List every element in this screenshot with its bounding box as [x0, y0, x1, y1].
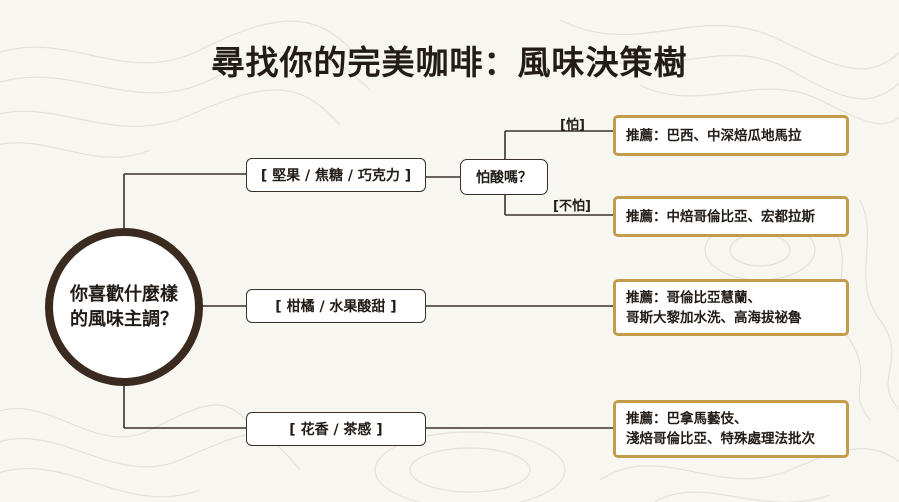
recommendation-box-brazil-guatemala: 推薦：巴西、中深焙瓜地馬拉 — [613, 115, 849, 156]
flavor-node-nutty-caramel-chocolate: [ 堅果 / 焦糖 / 巧克力 ] — [246, 158, 426, 192]
recommendation-line-1: 推薦：巴西、中深焙瓜地馬拉 — [626, 127, 802, 144]
recommendation-line-1: 推薦：中焙哥倫比亞、宏都拉斯 — [626, 208, 815, 225]
root-question-line-1: 你喜歡什麼樣 — [70, 284, 178, 305]
root-question-node: 你喜歡什麼樣 的風味主調？ — [45, 228, 203, 386]
root-question-text: 你喜歡什麼樣 的風味主調？ — [70, 282, 178, 332]
recommendation-line-1: 推薦：哥倫比亞慧蘭、 — [626, 289, 761, 306]
edge-label-afraid: [怕] — [560, 118, 585, 133]
flavor-node-floral-tea: [ 花香 / 茶感 ] — [246, 412, 426, 446]
edge-label-not-afraid: [不怕] — [553, 199, 591, 214]
recommendation-line-1: 推薦：巴拿馬藝伎、 — [626, 411, 748, 427]
acidity-question-node: 怕酸嗎？ — [460, 159, 548, 195]
flavor-node-citrus-fruity: [ 柑橘 / 水果酸甜 ] — [246, 289, 426, 323]
recommendation-line-2: 哥斯大黎加水洗、高海拔祕魯 — [626, 309, 802, 326]
recommendation-line-2: 淺焙哥倫比亞、特殊處理法批次 — [626, 431, 815, 447]
recommendation-box-citrus: 推薦：哥倫比亞慧蘭、 哥斯大黎加水洗、高海拔祕魯 — [613, 279, 849, 336]
recommendation-box-floral: 推薦：巴拿馬藝伎、 淺焙哥倫比亞、特殊處理法批次 — [613, 400, 849, 458]
recommendation-box-colombia-honduras: 推薦：中焙哥倫比亞、宏都拉斯 — [613, 196, 849, 237]
page-title: 尋找你的完美咖啡：風味決策樹 — [211, 43, 688, 82]
root-question-line-2: 的風味主調？ — [70, 309, 178, 330]
